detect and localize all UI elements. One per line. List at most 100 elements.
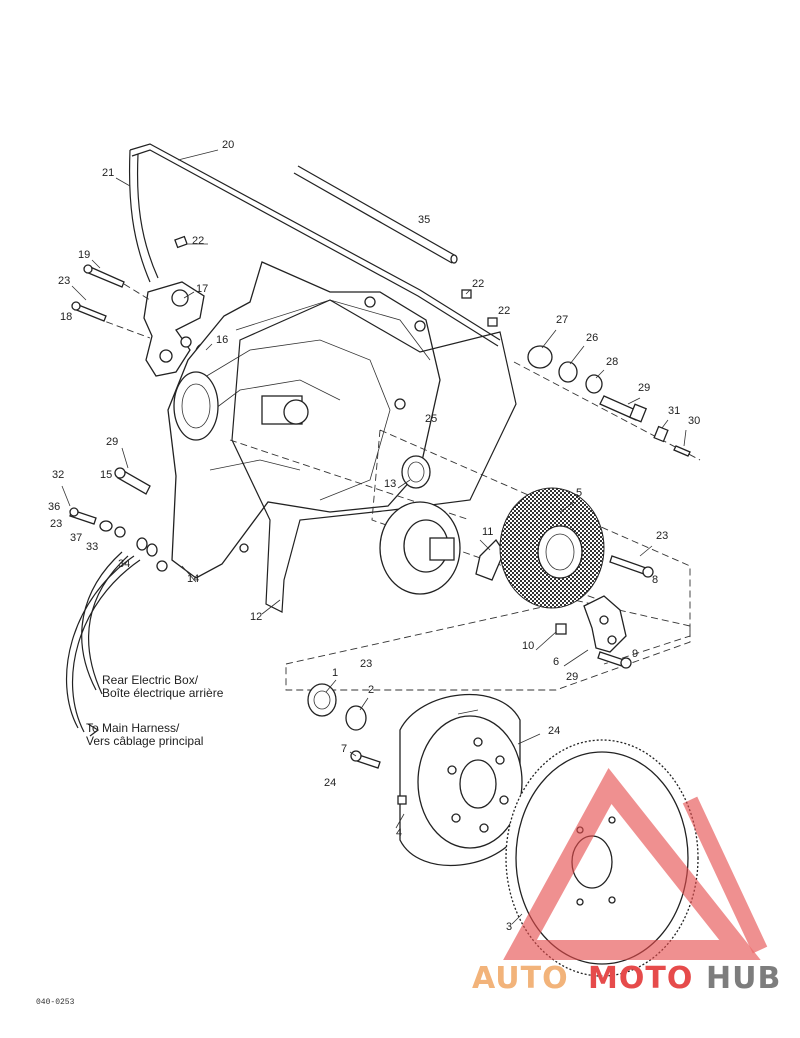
callout-2: 2 xyxy=(368,684,374,696)
magneto-housing xyxy=(156,261,441,579)
clip-22-a xyxy=(174,235,188,249)
seal-28 xyxy=(585,374,603,394)
screw-19 xyxy=(83,264,125,288)
callout-15: 15 xyxy=(100,469,112,481)
axis-sensor xyxy=(513,361,701,461)
callout-22: 22 xyxy=(498,305,510,317)
callout-18: 18 xyxy=(60,311,72,323)
callout-23: 23 xyxy=(50,518,62,530)
clip-10 xyxy=(555,623,567,635)
callout-14: 14 xyxy=(187,573,199,585)
oil-pump-17 xyxy=(143,281,205,377)
screw-18 xyxy=(71,301,107,322)
screw-15 xyxy=(114,467,151,495)
nut-31 xyxy=(653,425,669,443)
leader-21 xyxy=(115,177,131,187)
callout-16: 16 xyxy=(216,334,228,346)
drawing-code: 040-0253 xyxy=(36,998,75,1007)
watermark-auto: AUTO xyxy=(472,961,569,996)
bearing-1 xyxy=(307,683,337,717)
watermark-triangle-icon xyxy=(503,767,761,960)
callout-23: 23 xyxy=(360,658,372,670)
callout-30: 30 xyxy=(688,415,700,427)
rear-box-note-en: Rear Electric Box/ xyxy=(102,673,199,687)
o-ring-27 xyxy=(527,345,553,369)
stator-5 xyxy=(499,487,605,609)
flywheel-frame xyxy=(285,599,691,691)
callout-5: 5 xyxy=(576,487,582,499)
callout-37: 37 xyxy=(70,532,82,544)
callout-36: 36 xyxy=(48,501,60,513)
axis-pump xyxy=(95,283,151,339)
clip-22-c xyxy=(487,317,498,327)
watermark-logo xyxy=(503,767,768,960)
clip-30 xyxy=(673,445,691,457)
callout-17: 17 xyxy=(196,283,208,295)
callout-8: 8 xyxy=(652,574,658,586)
callout-29: 29 xyxy=(566,671,578,683)
sensor-29 xyxy=(599,395,648,423)
rod-35 xyxy=(293,165,458,264)
callout-33: 33 xyxy=(86,541,98,553)
callout-9: 9 xyxy=(632,648,638,660)
screw-8 xyxy=(609,555,654,578)
ring-13 xyxy=(401,455,431,489)
callout-13: 13 xyxy=(384,478,396,490)
coil-11 xyxy=(475,538,505,581)
callout-7: 7 xyxy=(341,743,347,755)
washer-34b xyxy=(146,543,158,557)
watermark-moto: MOTO xyxy=(588,961,693,996)
callout-23: 23 xyxy=(656,530,668,542)
rear-box-note-fr: Boîte électrique arrière xyxy=(102,686,224,700)
callout-6: 6 xyxy=(553,656,559,668)
screw-7 xyxy=(350,750,381,769)
callout-21: 21 xyxy=(102,167,114,179)
washer-37 xyxy=(99,520,113,532)
washer-34a xyxy=(136,537,148,551)
trigger-hub xyxy=(379,501,461,595)
main-harness-note-fr: Vers câblage principal xyxy=(86,734,203,748)
callout-34: 34 xyxy=(118,558,130,570)
leader-20 xyxy=(177,149,219,161)
callout-22: 22 xyxy=(472,278,484,290)
callout-29: 29 xyxy=(106,436,118,448)
callout-19: 19 xyxy=(78,249,90,261)
callout-24: 24 xyxy=(548,725,560,737)
callout-10: 10 xyxy=(522,640,534,652)
screw-36 xyxy=(69,507,97,525)
callout-23: 23 xyxy=(58,275,70,287)
ring-gear-3 xyxy=(505,739,699,977)
cable-20 xyxy=(129,143,501,347)
callout-3: 3 xyxy=(506,921,512,933)
gasket-12 xyxy=(231,299,517,613)
watermark-hub: HUB xyxy=(706,961,781,996)
screw-9 xyxy=(597,651,632,669)
callout-28: 28 xyxy=(606,356,618,368)
callout-35: 35 xyxy=(418,214,430,226)
callout-20: 20 xyxy=(222,139,234,151)
main-harness-note-en: To Main Harness/ xyxy=(86,721,180,735)
callout-25: 25 xyxy=(425,413,437,425)
callout-29: 29 xyxy=(638,382,650,394)
callout-22: 22 xyxy=(192,235,204,247)
callout-1: 1 xyxy=(332,667,338,679)
callout-12: 12 xyxy=(250,611,262,623)
callout-32: 32 xyxy=(52,469,64,481)
callout-24: 24 xyxy=(324,777,336,789)
bracket-6 xyxy=(583,595,627,653)
cable-21 xyxy=(128,149,159,283)
callout-4: 4 xyxy=(396,827,402,839)
callout-11: 11 xyxy=(482,526,493,538)
flywheel-4 xyxy=(397,693,523,867)
callout-27: 27 xyxy=(556,314,568,326)
washer-2 xyxy=(345,705,367,731)
washer-26 xyxy=(558,361,578,383)
wires xyxy=(66,551,141,737)
leader-lines xyxy=(61,243,687,925)
callout-31: 31 xyxy=(668,405,680,417)
callout-26: 26 xyxy=(586,332,598,344)
washer-33 xyxy=(114,526,126,538)
